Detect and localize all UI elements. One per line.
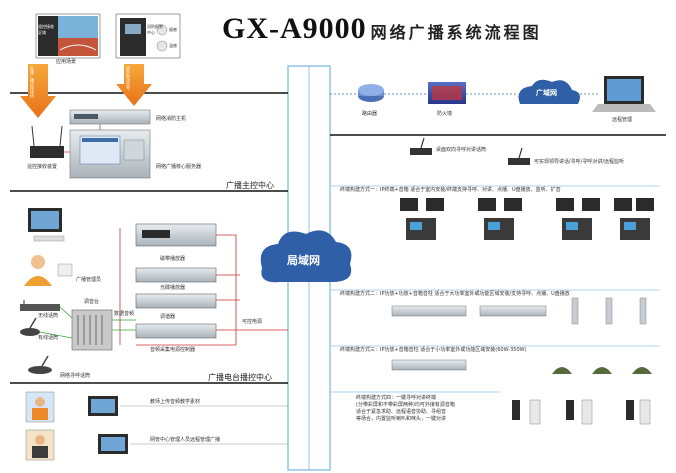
title-main: GX-A9000 <box>222 12 367 45</box>
amp-signal-label: 数据音频 <box>114 311 135 317</box>
smoke-sensor-label: 烟感 <box>169 27 177 32</box>
mode-3-label: 终端构建方式三：IP功放+音箱音柱 适合于小功率室外或功能区域安装(60W-35… <box>340 347 527 353</box>
arrow-right-label: 消防联动信号 <box>126 66 131 90</box>
router <box>358 84 384 102</box>
right-bus-branches <box>330 185 660 393</box>
wan-label: 广域网 <box>536 89 557 97</box>
terminal-mode-4 <box>512 399 651 425</box>
core-server <box>69 129 151 179</box>
wired-mic <box>20 317 40 336</box>
orange-arrows <box>20 64 152 118</box>
mixer <box>71 309 113 351</box>
mode-2-label: 终端构建方式二：IP功放+功放+音箱音柱 适合于大功率室外或功能区域安装/支持寻… <box>340 291 570 297</box>
remote-admin-label: 远程管理 <box>612 117 633 123</box>
scene-panel-line-1: 遥控接收 <box>38 24 54 29</box>
rack-stack <box>135 223 217 339</box>
wan-cloud <box>518 79 580 104</box>
fire-panel-line-1: 消防报警 <box>147 24 163 29</box>
desk-intercom-label: 桌面双向寻呼对讲话筒 <box>436 147 487 153</box>
terminal-mode-3 <box>391 359 652 374</box>
core-server-label: 网络广播核心服务器 <box>156 164 202 170</box>
power-label: 可控电源 <box>242 319 263 325</box>
teacher <box>25 391 118 423</box>
paging-note-label: 可实现领导讲话/寻呼/寻呼对讲/远程监听 <box>534 159 625 165</box>
separator-lines <box>10 92 666 384</box>
tuner-label: 调谐器 <box>160 314 176 320</box>
firewall <box>428 82 466 104</box>
manager <box>25 429 128 461</box>
mode-4-line-2: (分带彩屏和不带彩屏两种)均可外接有源音箱 <box>356 402 455 408</box>
remote-receiver <box>30 125 64 158</box>
remote-receiver-label: 遥控接收装置 <box>27 164 58 170</box>
fire-panel-line-2: 中心 <box>147 30 155 35</box>
mode-1-label: 终端构建方式一：IP终端+音箱 适合于室内安装/终端支持寻呼、对讲、点播、U盘播… <box>340 187 561 193</box>
operator-label: 广播管理员 <box>76 277 102 283</box>
heat-sensor-label: 温感 <box>169 43 177 48</box>
lan-label: 局域网 <box>287 254 320 267</box>
desk-intercom <box>410 137 530 165</box>
teacher-label: 教师上传音频教学素材 <box>150 399 201 405</box>
fire-host <box>69 109 151 125</box>
scene-panel <box>35 13 101 59</box>
wireless-mic <box>20 300 60 311</box>
desktop-computer <box>28 208 65 242</box>
signal-lines <box>39 228 288 346</box>
mode-4-line-3: 适合于紧急求助、远程语音协助、寻组音 <box>356 409 447 415</box>
paging-mic-label: 网络寻呼话筒 <box>60 373 91 379</box>
cd-label: 光碟播放器 <box>160 285 186 291</box>
fire-host-label: 网络消防主机 <box>156 116 187 122</box>
sequencer-label: 音频采集电源控制器 <box>150 347 196 353</box>
wired-mic-label: 有线话筒 <box>38 335 59 341</box>
laptop <box>592 76 656 112</box>
firewall-label: 防火墙 <box>437 111 453 117</box>
fire-center-panel <box>115 13 181 59</box>
terminal-mode-1 <box>400 198 654 240</box>
mode-4-line-4: 等场合，内置监听喇叭和咪头，一键对讲 <box>356 416 447 422</box>
scene-panel-line-2: 区域 <box>38 30 46 35</box>
control-center-label: 广播主控中心 <box>226 181 274 190</box>
station-label: 广播电台播控中心 <box>208 373 272 382</box>
wireless-mic-label: 无线话筒 <box>38 313 59 319</box>
scene-caption: 应用场景 <box>56 59 77 65</box>
lan-cloud <box>260 230 352 283</box>
manager-label: 网管中心管理人员远程管理广播 <box>150 437 221 443</box>
terminal-mode-2 <box>391 297 647 325</box>
mode-4-line-1: 终端构建方式四：一键寻呼对讲终端 <box>356 395 437 401</box>
mixer-label: 调音台 <box>84 299 100 305</box>
router-label: 路由器 <box>362 111 378 117</box>
paging-mic <box>28 355 52 374</box>
arrow-left-label: 区域广播应用场所 <box>30 66 35 98</box>
dvd-label: 磁带播放器 <box>160 256 186 262</box>
operator <box>24 255 73 286</box>
title-sub: 网络广播系统流程图 <box>370 25 542 42</box>
